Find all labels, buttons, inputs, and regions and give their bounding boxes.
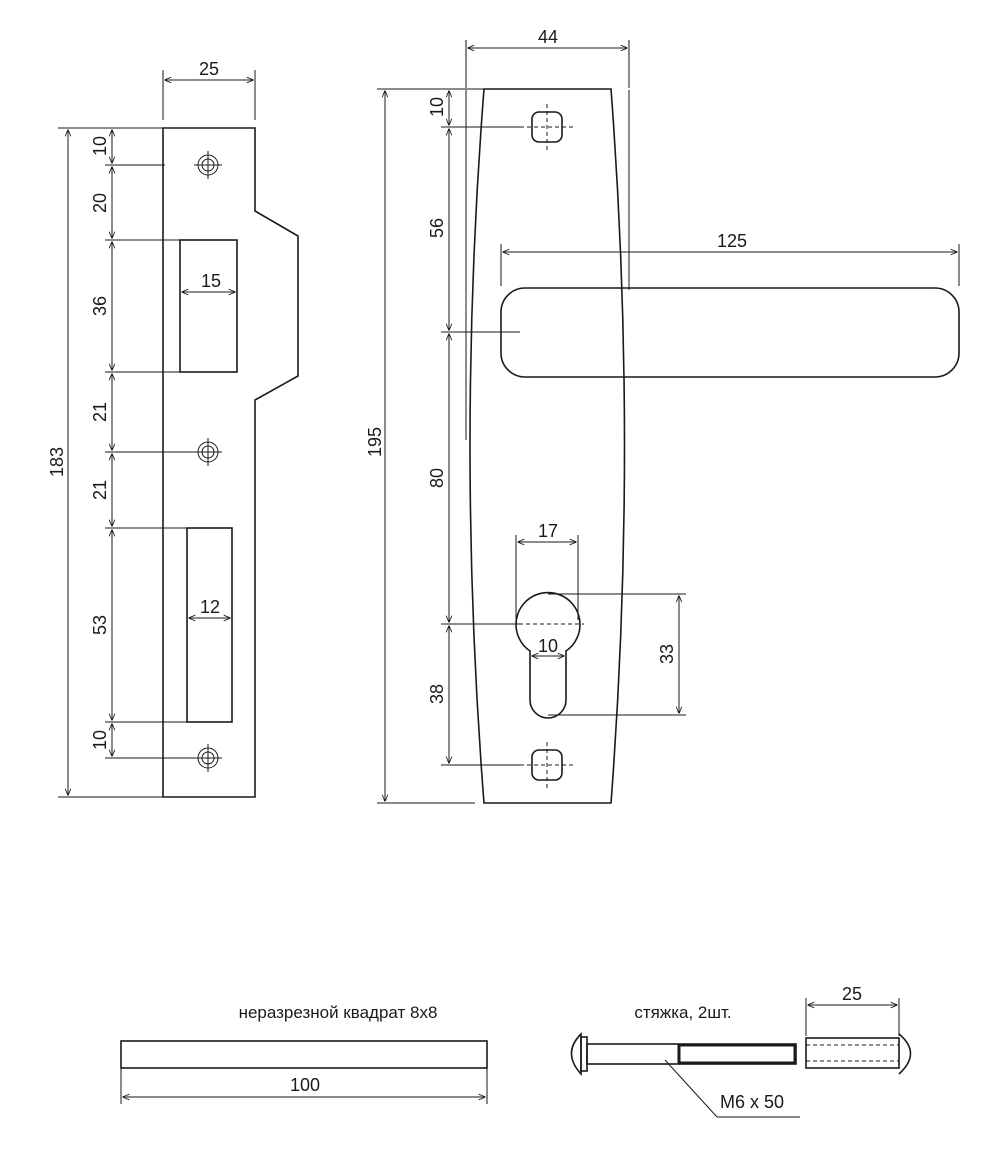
strike-plate-outline (162, 127, 299, 798)
handle-plate: 44 195 10 56 80 38 125 17 10 (365, 27, 960, 804)
dim-bush-length: 25 (842, 984, 862, 1004)
bolt-shaft (586, 1043, 797, 1065)
bolt-spec-label: М6 х 50 (720, 1092, 784, 1112)
dim-strike-seg-2: 20 (90, 193, 110, 213)
dim-handle-height: 195 (365, 427, 385, 457)
bolt-caption: стяжка, 2шт. (634, 1003, 731, 1022)
dim-spindle-length: 100 (290, 1075, 320, 1095)
dim-cylinder-height: 33 (657, 644, 677, 664)
lever-handle (500, 287, 960, 378)
strike-slot-lower (186, 527, 233, 723)
strike-plate: 25 183 10 20 36 21 21 53 10 15 12 (47, 59, 299, 798)
dim-handle-seg-1: 10 (427, 97, 447, 117)
bolt-head-left (570, 1032, 582, 1077)
dim-cylinder-width: 17 (538, 521, 558, 541)
spindle-caption: неразрезной квадрат 8х8 (239, 1003, 438, 1022)
dim-handle-seg-4: 38 (427, 684, 447, 704)
dim-strike-slot1: 15 (201, 271, 221, 291)
dim-lever-length: 125 (717, 231, 747, 251)
dim-handle-seg-2: 56 (427, 218, 447, 238)
dim-strike-slot2: 12 (200, 597, 220, 617)
dim-strike-seg-3: 36 (90, 296, 110, 316)
dim-handle-seg-3: 80 (427, 468, 447, 488)
dim-strike-width: 25 (199, 59, 219, 79)
bolt-head-right (898, 1033, 912, 1075)
screw-hole-icon (194, 151, 222, 179)
tie-bolt: стяжка, 2шт. 25 М6 х 50 (570, 984, 912, 1118)
dim-strike-seg-5: 21 (90, 480, 110, 500)
spindle: неразрезной квадрат 8х8 100 (120, 1003, 488, 1104)
dim-strike-seg-6: 53 (90, 615, 110, 635)
strike-slot-upper (179, 239, 238, 373)
dim-cylinder-slot: 10 (538, 636, 558, 656)
dim-strike-seg-7: 10 (90, 730, 110, 750)
cylinder-cutout (515, 591, 581, 719)
bolt-bush (805, 1037, 900, 1069)
dim-strike-seg-4: 21 (90, 402, 110, 422)
dim-strike-height: 183 (47, 447, 67, 477)
dim-strike-seg-1: 10 (90, 136, 110, 156)
spindle-bar (120, 1040, 488, 1069)
dim-handle-width: 44 (538, 27, 558, 47)
screw-hole-icon (194, 438, 222, 466)
handle-plate-outline (469, 88, 626, 804)
